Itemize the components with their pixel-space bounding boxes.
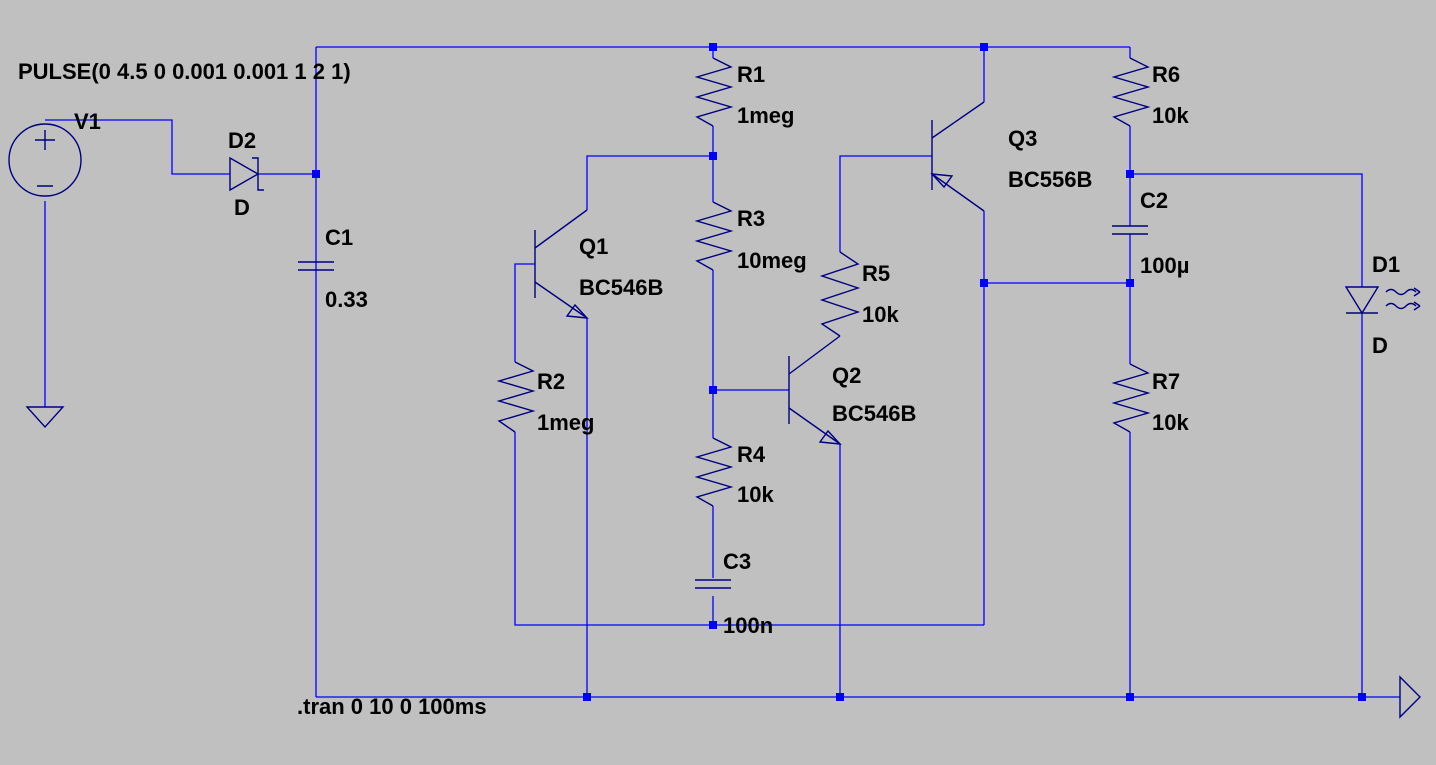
label-r3-name: R3 bbox=[737, 206, 765, 231]
label-q2-value: BC546B bbox=[832, 401, 916, 426]
junction-dot bbox=[1126, 170, 1134, 178]
labels: PULSE(0 4.5 0 0.001 0.001 1 2 1) .tran 0… bbox=[18, 59, 1400, 719]
junction-dot bbox=[980, 43, 988, 51]
junction-dot bbox=[1126, 279, 1134, 287]
label-r1-name: R1 bbox=[737, 62, 765, 87]
label-r3-value: 10meg bbox=[737, 248, 807, 273]
junction-dot bbox=[836, 693, 844, 701]
resistor-r3[interactable] bbox=[694, 201, 734, 271]
label-c2-name: C2 bbox=[1140, 188, 1168, 213]
capacitor-c1[interactable] bbox=[298, 261, 334, 271]
label-r4-value: 10k bbox=[737, 482, 774, 507]
junction-dot bbox=[980, 279, 988, 287]
junction-dot bbox=[583, 693, 591, 701]
junction-dot bbox=[709, 43, 717, 51]
wire-node-to-d1[interactable] bbox=[1130, 173, 1363, 287]
source-directive[interactable]: PULSE(0 4.5 0 0.001 0.001 1 2 1) bbox=[18, 59, 351, 84]
tran-directive[interactable]: .tran 0 10 0 100ms bbox=[297, 694, 487, 719]
label-r2-value: 1meg bbox=[537, 410, 594, 435]
label-r7-value: 10k bbox=[1152, 410, 1189, 435]
label-r5-name: R5 bbox=[862, 261, 890, 286]
light-emission-icon bbox=[1385, 287, 1421, 311]
resistor-r4[interactable] bbox=[694, 437, 734, 507]
label-r1-value: 1meg bbox=[737, 103, 794, 128]
label-d2-name: D2 bbox=[228, 128, 256, 153]
label-d1-value: D bbox=[1372, 333, 1388, 358]
label-c1-name: C1 bbox=[325, 225, 353, 250]
label-v1-name: V1 bbox=[74, 109, 101, 134]
junction-dot bbox=[1126, 693, 1134, 701]
wires bbox=[44, 46, 1400, 698]
label-q2-name: Q2 bbox=[832, 363, 861, 388]
ground-symbol-v1 bbox=[25, 406, 65, 429]
label-d1-name: D1 bbox=[1372, 252, 1400, 277]
label-r5-value: 10k bbox=[862, 302, 899, 327]
capacitor-c2[interactable] bbox=[1112, 225, 1148, 235]
junction-dot bbox=[709, 386, 717, 394]
label-d2-value: D bbox=[234, 195, 250, 220]
label-q1-name: Q1 bbox=[579, 234, 608, 259]
resistor-r7[interactable] bbox=[1111, 363, 1151, 433]
label-r7-name: R7 bbox=[1152, 369, 1180, 394]
label-c3-value: 100n bbox=[723, 613, 773, 638]
junction-dot bbox=[709, 152, 717, 160]
label-r6-name: R6 bbox=[1152, 62, 1180, 87]
label-r2-name: R2 bbox=[537, 369, 565, 394]
label-c3-name: C3 bbox=[723, 549, 751, 574]
junction-dot bbox=[312, 170, 320, 178]
ground-arrow-icon bbox=[1399, 675, 1421, 719]
led-d1[interactable] bbox=[1344, 286, 1380, 315]
npn-transistor-q1[interactable] bbox=[534, 209, 589, 319]
resistor-r6[interactable] bbox=[1111, 57, 1151, 127]
label-q3-name: Q3 bbox=[1008, 126, 1037, 151]
capacitor-c3[interactable] bbox=[695, 579, 731, 589]
label-c2-value: 100µ bbox=[1140, 253, 1189, 278]
resistor-r2[interactable] bbox=[496, 361, 536, 433]
junctions bbox=[312, 43, 1366, 701]
label-q1-value: BC546B bbox=[579, 275, 663, 300]
junction-dot bbox=[709, 621, 717, 629]
resistor-r1[interactable] bbox=[694, 57, 734, 127]
label-r6-value: 10k bbox=[1152, 103, 1189, 128]
voltage-source-v1[interactable] bbox=[8, 123, 82, 197]
pnp-transistor-q3[interactable] bbox=[930, 101, 985, 212]
resistor-r5[interactable] bbox=[819, 251, 861, 337]
label-r4-name: R4 bbox=[737, 442, 766, 467]
junction-dot bbox=[1358, 693, 1366, 701]
wire-v1-to-d2[interactable] bbox=[45, 119, 230, 175]
wire-q1-base-to-r2[interactable] bbox=[514, 263, 535, 362]
wire-q1-collector[interactable] bbox=[586, 155, 713, 210]
label-q3-value: BC556B bbox=[1008, 167, 1092, 192]
zener-diode-d2[interactable] bbox=[229, 156, 264, 192]
label-c1-value: 0.33 bbox=[325, 287, 368, 312]
wire-q3-base-to-r5[interactable] bbox=[839, 155, 932, 252]
wire-r2-to-bottom-loop[interactable] bbox=[514, 432, 984, 626]
npn-transistor-q2[interactable] bbox=[788, 335, 842, 445]
